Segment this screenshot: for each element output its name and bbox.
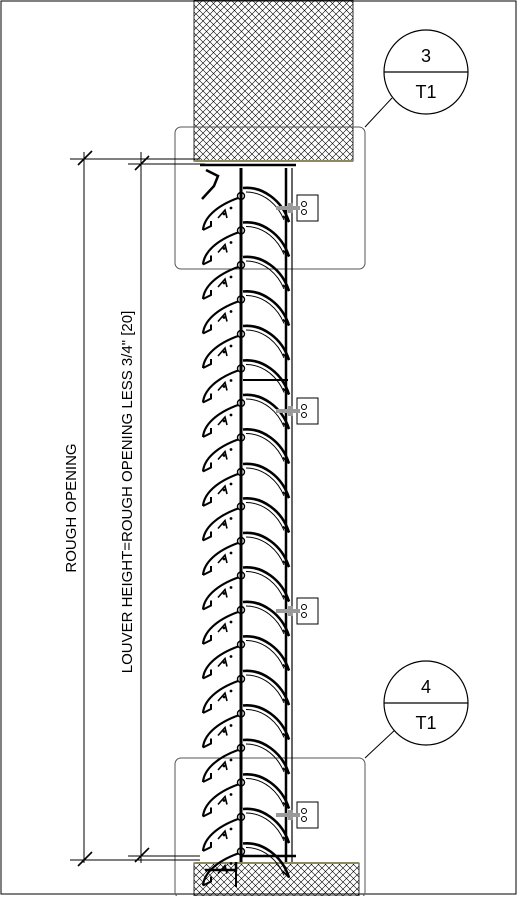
mounting-clip xyxy=(276,194,319,222)
louver-blade xyxy=(201,807,291,852)
louver-blade xyxy=(201,186,291,231)
louver-blade xyxy=(201,255,291,300)
louver-blade xyxy=(201,497,291,542)
dimension-rough-opening xyxy=(70,150,200,867)
louver-blade xyxy=(201,221,291,266)
louver-blade xyxy=(201,773,291,818)
rough-opening-label: ROUGH OPENING xyxy=(63,443,80,572)
louver-blade xyxy=(201,842,291,887)
louver-blade xyxy=(201,738,291,783)
dimension-louver-height xyxy=(128,152,205,863)
mounting-clips xyxy=(276,194,319,829)
callout-top-number: 3 xyxy=(421,46,431,66)
louver-blade xyxy=(201,704,291,749)
louver-blade xyxy=(201,359,291,404)
section-callout-top[interactable]: 3 T1 xyxy=(364,29,469,128)
louver-blade xyxy=(201,566,291,611)
louver-blade xyxy=(201,669,291,714)
detail-box-top xyxy=(174,126,366,270)
louver-blade xyxy=(201,428,291,473)
section-callout-bottom[interactable]: 4 T1 xyxy=(364,660,469,759)
masonry-top xyxy=(193,0,354,162)
mounting-clip xyxy=(276,597,319,625)
louver-blade xyxy=(201,462,291,507)
louver-blade xyxy=(201,324,291,369)
louver-blade xyxy=(201,290,291,335)
louver-blade xyxy=(201,531,291,576)
louver-blade xyxy=(201,600,291,645)
callout-bottom-sheet: T1 xyxy=(415,713,436,733)
mounting-clip xyxy=(276,397,319,425)
callout-top-sheet: T1 xyxy=(415,82,436,102)
masonry-bottom xyxy=(193,862,360,897)
callout-bottom-number: 4 xyxy=(421,677,431,697)
louver-blades xyxy=(201,186,291,887)
mounting-clip xyxy=(276,801,319,829)
louver-height-label: LOUVER HEIGHT=ROUGH OPENING LESS 3/4" [2… xyxy=(119,311,136,674)
louver-blade xyxy=(201,635,291,680)
louver-blade xyxy=(201,393,291,438)
